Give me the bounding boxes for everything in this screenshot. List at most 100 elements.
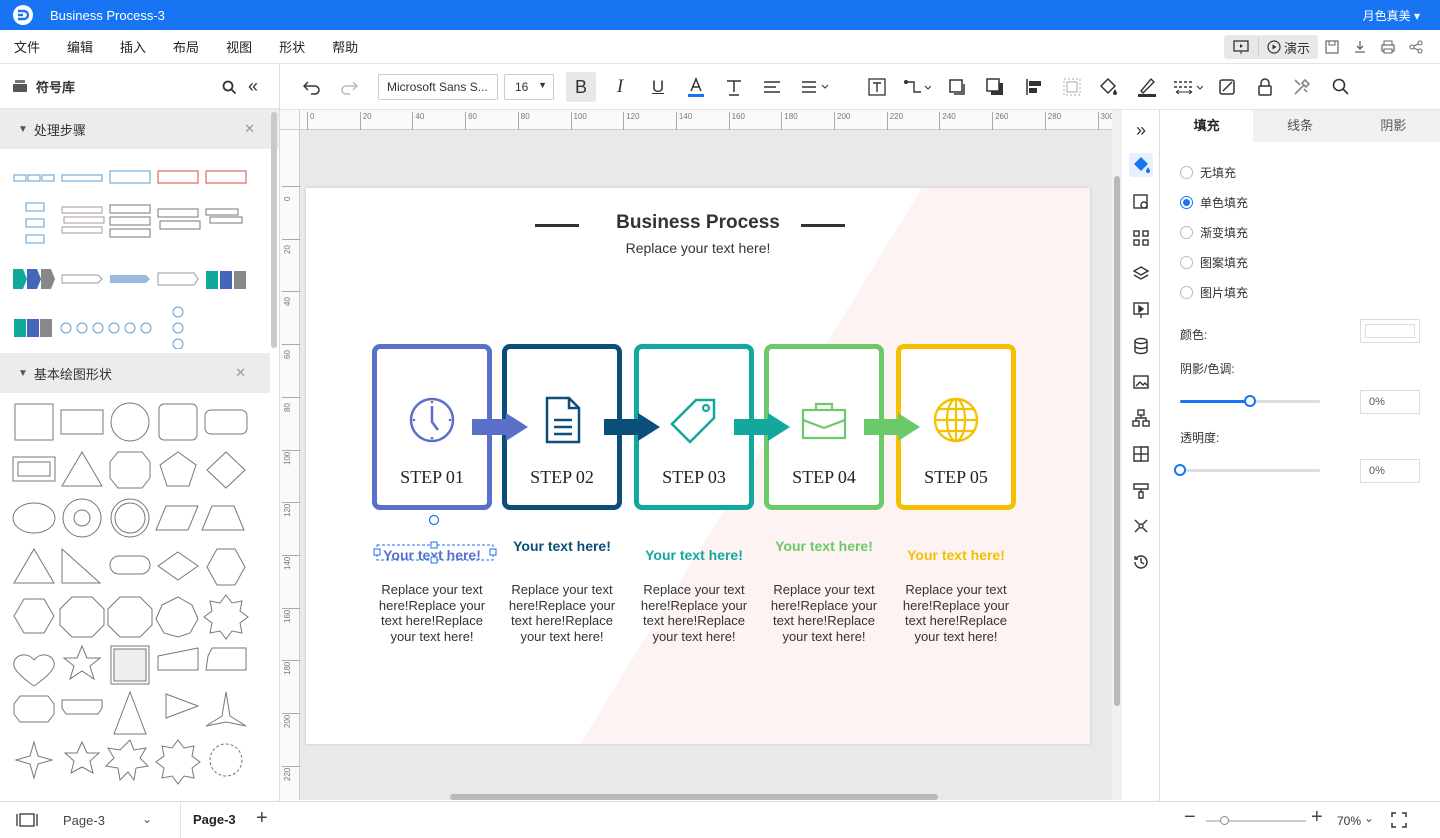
menu-file[interactable]: 文件 xyxy=(14,40,41,55)
process-shapes-grid[interactable] xyxy=(0,149,270,349)
radio-button-selected[interactable] xyxy=(1180,196,1193,209)
add-page-icon[interactable]: + xyxy=(256,807,268,829)
share-icon[interactable] xyxy=(1402,35,1430,59)
slider-knob[interactable] xyxy=(1244,395,1256,407)
chevron-down-icon[interactable]: ⌄ xyxy=(142,812,153,826)
line-style-icon[interactable] xyxy=(1172,75,1204,99)
zoom-in-icon[interactable]: + xyxy=(1311,806,1323,828)
radio-button[interactable] xyxy=(1180,256,1193,269)
page-select[interactable]: Page-3 xyxy=(63,813,105,828)
group-icon[interactable] xyxy=(1060,75,1084,99)
slider-knob[interactable] xyxy=(1174,464,1186,476)
page-list-icon[interactable] xyxy=(16,813,38,827)
collapse-panel-icon[interactable]: « xyxy=(248,76,259,96)
diagram-title[interactable]: Business Process xyxy=(616,212,780,233)
menu-layout[interactable]: 布局 xyxy=(173,40,200,55)
basic-shapes-grid[interactable] xyxy=(0,394,270,801)
text-style-icon[interactable] xyxy=(722,75,746,99)
connector-icon[interactable] xyxy=(902,75,932,99)
transparency-input[interactable]: 0% xyxy=(1360,459,1420,483)
transparency-slider[interactable] xyxy=(1174,464,1320,476)
scroll-thumb[interactable] xyxy=(450,794,938,800)
step-body[interactable]: Replace your text here!Replace your text… xyxy=(902,582,1010,644)
radio-button[interactable] xyxy=(1180,286,1193,299)
page-tab-active[interactable]: Page-3 xyxy=(193,812,236,827)
fill-option-none[interactable]: 无填充 xyxy=(1180,164,1236,181)
text-box-icon[interactable] xyxy=(865,75,889,99)
zoom-knob[interactable] xyxy=(1220,816,1229,825)
page-setup-icon[interactable] xyxy=(1129,190,1153,214)
format-painter-icon[interactable] xyxy=(1129,478,1153,502)
bold-button[interactable]: B xyxy=(566,72,596,102)
section-process-steps[interactable]: ▼ 处理步骤 ✕ xyxy=(0,109,279,149)
library-scrollbar[interactable] xyxy=(271,112,277,348)
shade-slider[interactable] xyxy=(1180,395,1320,407)
download-icon[interactable] xyxy=(1346,35,1374,59)
italic-button[interactable]: I xyxy=(616,76,624,97)
font-color-icon[interactable] xyxy=(684,75,708,99)
search-icon[interactable] xyxy=(222,80,237,95)
image-icon[interactable] xyxy=(1129,370,1153,394)
bring-front-icon[interactable] xyxy=(945,75,969,99)
fill-bucket-icon[interactable] xyxy=(1096,75,1120,99)
menu-insert[interactable]: 插入 xyxy=(120,40,147,55)
tab-line[interactable]: 线条 xyxy=(1286,118,1313,133)
org-chart-icon[interactable] xyxy=(1129,406,1153,430)
mind-map-icon[interactable] xyxy=(1129,514,1153,538)
step-heading[interactable]: Your text here! xyxy=(775,538,873,554)
fill-panel-icon[interactable] xyxy=(1129,153,1153,177)
step-body[interactable]: Replace your text here!Replace your text… xyxy=(378,582,486,644)
align-objects-icon[interactable] xyxy=(1022,75,1046,99)
diagram-icon[interactable] xyxy=(1129,442,1153,466)
line-color-icon[interactable] xyxy=(1135,75,1159,99)
undo-icon[interactable] xyxy=(300,75,324,99)
fullscreen-icon[interactable] xyxy=(1391,812,1407,828)
step-body[interactable]: Replace your text here!Replace your text… xyxy=(770,582,878,644)
present-button[interactable]: 演示 xyxy=(1283,40,1310,56)
lock-icon[interactable] xyxy=(1253,75,1277,99)
diagram-subtitle[interactable]: Replace your text here! xyxy=(625,240,771,256)
search-icon[interactable] xyxy=(1329,75,1353,99)
layers-icon[interactable] xyxy=(1129,262,1153,286)
chevron-down-icon[interactable]: ⌄ xyxy=(1364,811,1375,825)
font-size-select[interactable]: 16▼ xyxy=(504,74,554,100)
horizontal-scrollbar[interactable] xyxy=(300,792,1120,802)
underline-button[interactable]: U xyxy=(651,77,665,96)
menu-shape[interactable]: 形状 xyxy=(279,40,306,55)
tab-shadow[interactable]: 阴影 xyxy=(1380,118,1407,133)
menu-view[interactable]: 视图 xyxy=(226,40,253,55)
color-picker[interactable] xyxy=(1360,319,1420,343)
print-icon[interactable] xyxy=(1374,35,1402,59)
line-spacing-icon[interactable] xyxy=(800,75,830,99)
history-icon[interactable] xyxy=(1129,550,1153,574)
fill-option-pattern[interactable]: 图案填充 xyxy=(1180,254,1248,271)
shade-input[interactable]: 0% xyxy=(1360,390,1420,414)
step-heading[interactable]: Your text here! xyxy=(383,547,481,563)
zoom-slider[interactable] xyxy=(1206,816,1306,825)
fill-option-solid[interactable]: 单色填充 xyxy=(1180,194,1248,211)
step-body[interactable]: Replace your text here!Replace your text… xyxy=(640,582,748,644)
step-heading[interactable]: Your text here! xyxy=(513,538,611,554)
presentation-icon[interactable] xyxy=(1129,298,1153,322)
section-basic-shapes[interactable]: ▼ 基本绘图形状 ✕ xyxy=(0,353,270,393)
user-menu[interactable]: 月色真美 ▾ xyxy=(1363,7,1420,24)
send-back-icon[interactable] xyxy=(983,75,1007,99)
diagram-page[interactable]: Business Process Replace your text here!… xyxy=(306,188,1090,744)
edit-style-icon[interactable] xyxy=(1215,75,1239,99)
grid-icon[interactable] xyxy=(1129,226,1153,250)
font-family-select[interactable]: Microsoft Sans S... xyxy=(378,74,498,100)
tab-fill[interactable]: 填充 xyxy=(1160,110,1254,142)
step-heading[interactable]: Your text here! xyxy=(907,547,1005,563)
vertical-scrollbar[interactable] xyxy=(1112,110,1122,800)
step-heading[interactable]: Your text here! xyxy=(645,547,743,563)
radio-button[interactable] xyxy=(1180,166,1193,179)
step-body[interactable]: Replace your text here!Replace your text… xyxy=(508,582,616,644)
radio-button[interactable] xyxy=(1180,226,1193,239)
align-icon[interactable] xyxy=(760,75,784,99)
tools-icon[interactable] xyxy=(1290,75,1314,99)
scroll-thumb[interactable] xyxy=(1114,176,1120,706)
slideshow-icon[interactable] xyxy=(1232,39,1250,55)
drawing-canvas[interactable]: Business Process Replace your text here!… xyxy=(300,130,1112,800)
zoom-level[interactable]: 70% xyxy=(1337,814,1362,828)
data-icon[interactable] xyxy=(1129,334,1153,358)
